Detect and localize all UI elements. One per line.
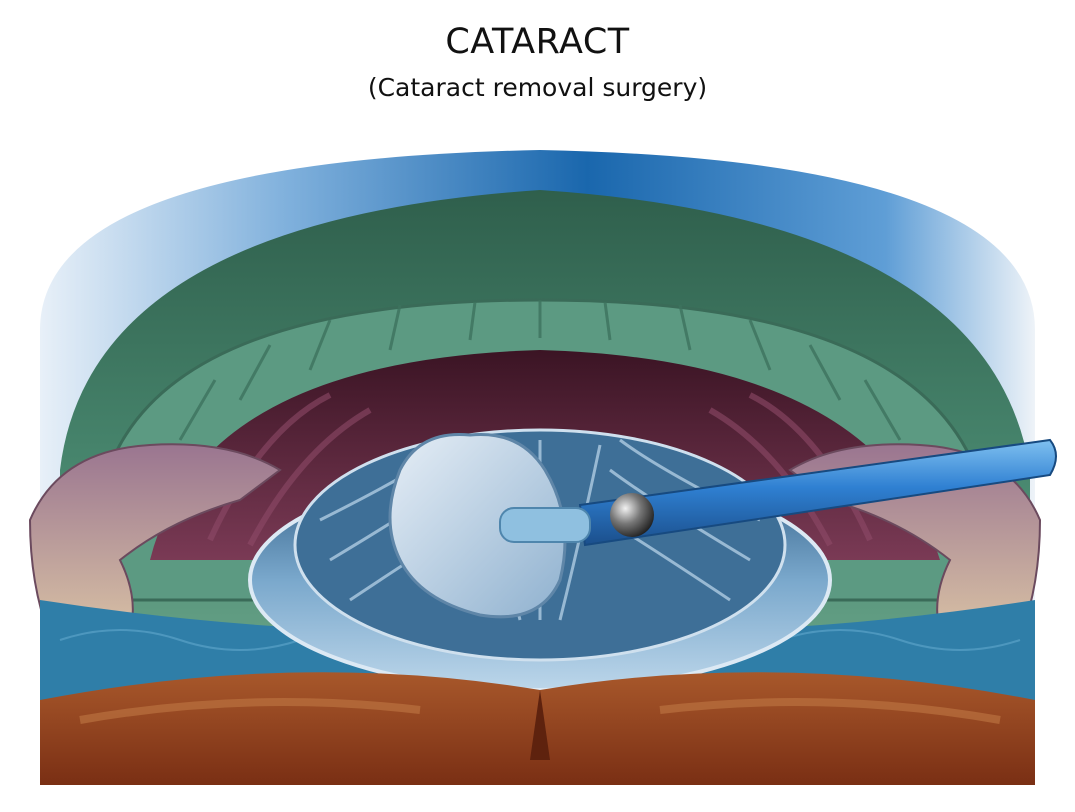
lens-nucleus (388, 432, 567, 619)
probe-ball (610, 493, 654, 537)
diagram-subtitle: (Cataract removal surgery) (367, 73, 708, 102)
phaco-probe (499, 438, 1057, 547)
diagram-title: CATARACT (445, 22, 630, 62)
title-block: CATARACT (Cataract removal surgery) (0, 18, 1075, 108)
